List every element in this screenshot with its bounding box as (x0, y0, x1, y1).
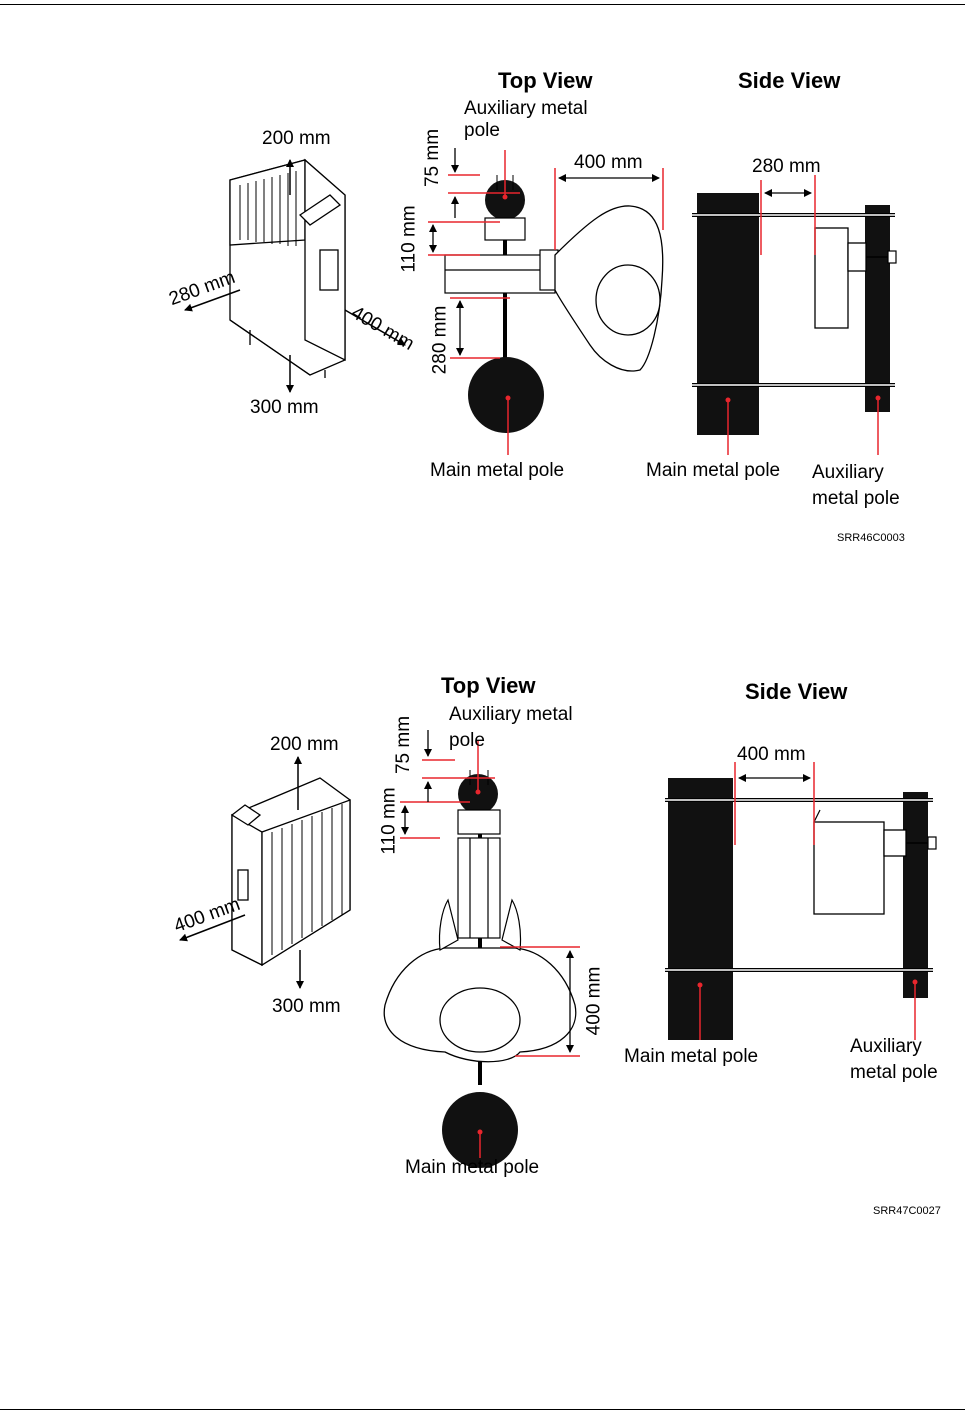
figure-code: SRR46C0003 (837, 532, 905, 544)
top-view-dim-400: 400 mm (574, 152, 643, 173)
top-view-2-dim-110: 110 mm (378, 787, 400, 855)
side-view-2-aux-pole-label: Auxiliary metal pole (850, 1036, 938, 1083)
top-view-1-dimensions (428, 148, 664, 455)
device2-dim-bottom: 300 mm (272, 996, 341, 1017)
top-view-2-title: Top View (441, 673, 536, 698)
figure-1-drawing (184, 148, 897, 455)
side-view-2-illustration (665, 778, 937, 1040)
figure-1: Top View Side View 200 mm 280 mm 400 mm … (0, 0, 965, 560)
side-view-1-illustration (692, 193, 897, 435)
side-view-aux-pole-label: Auxiliary metal pole (812, 462, 900, 509)
side-view-title: Side View (738, 68, 841, 93)
top-view-dim-75: 75 mm (422, 128, 444, 188)
side-view-2-dimensions (697, 762, 918, 1040)
top-view-2-dimensions (400, 730, 580, 1158)
top-view-2-dim-400: 400 mm (583, 966, 605, 1036)
top-view-dim-280: 280 mm (429, 305, 451, 375)
device2-dim-top: 200 mm (270, 734, 339, 755)
top-view-2-aux-pole-label: Auxiliary metal pole (449, 704, 573, 751)
device-1-illustration (229, 158, 346, 378)
bottom-rule (0, 1409, 965, 1410)
device-dim-bottom: 300 mm (250, 397, 319, 418)
device-1-dimension-arrows (184, 159, 406, 393)
top-view-dim-110: 110 mm (398, 205, 420, 273)
top-rule (0, 4, 965, 5)
side-view-2-title: Side View (745, 679, 848, 704)
top-view-title: Top View (498, 68, 593, 93)
figure-2: Top View Side View 200 mm 400 mm 300 mm … (0, 610, 965, 1217)
device-2-dimension-arrows (179, 756, 304, 989)
side-view-2-dim: 400 mm (737, 744, 806, 765)
device-2-illustration (230, 777, 351, 967)
top-view-2-main-pole-label: Main metal pole (405, 1157, 540, 1178)
top-view-2-dim-75: 75 mm (393, 715, 415, 775)
device-dim-top: 200 mm (262, 128, 331, 149)
top-view-main-pole-label: Main metal pole (430, 460, 565, 481)
top-view-1-illustration (444, 175, 664, 433)
side-view-main-pole-label: Main metal pole (646, 460, 781, 481)
side-view-dim: 280 mm (752, 156, 821, 177)
side-view-2-main-pole-label: Main metal pole (624, 1046, 759, 1067)
figure-2-code: SRR47C0027 (873, 1205, 941, 1217)
top-view-2-illustration (383, 770, 577, 1168)
top-view-aux-pole-label: Auxiliary metal pole (464, 98, 588, 141)
side-view-1-dimensions (725, 175, 881, 455)
figure-2-drawing (179, 730, 937, 1168)
